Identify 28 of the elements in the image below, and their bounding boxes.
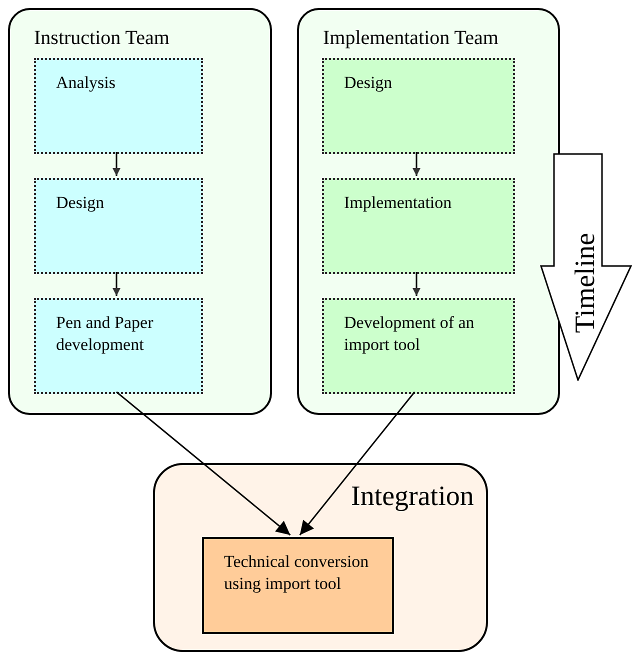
panel-title: Integration (351, 483, 474, 511)
arrow (299, 392, 416, 536)
step-label: Development of an import tool (344, 312, 476, 356)
integration-panel (153, 463, 488, 652)
arrow (112, 272, 120, 296)
timeline-arrow (540, 153, 632, 381)
arrow (412, 272, 420, 296)
timeline-label: Timeline (570, 232, 602, 336)
team-panel (8, 8, 272, 415)
process-box (322, 58, 515, 154)
arrow (116, 391, 291, 536)
team-panel (297, 8, 560, 415)
team-title: Implementation Team (323, 28, 498, 48)
step-label: Design (344, 72, 394, 94)
process-box (322, 298, 515, 394)
process-box (34, 178, 203, 274)
arrow (412, 152, 420, 176)
process-box (34, 58, 203, 154)
team-title: Instruction Team (34, 28, 170, 48)
process-box (322, 178, 515, 274)
step-label: Pen and Paper development (56, 312, 154, 356)
process-box (34, 298, 203, 394)
arrow (112, 152, 120, 176)
process-box (202, 537, 394, 634)
step-label: Analysis (56, 72, 116, 94)
step-label: Technical conversion using import tool (224, 551, 370, 595)
step-label: Design (56, 192, 106, 214)
step-label: Implementation (344, 192, 453, 214)
